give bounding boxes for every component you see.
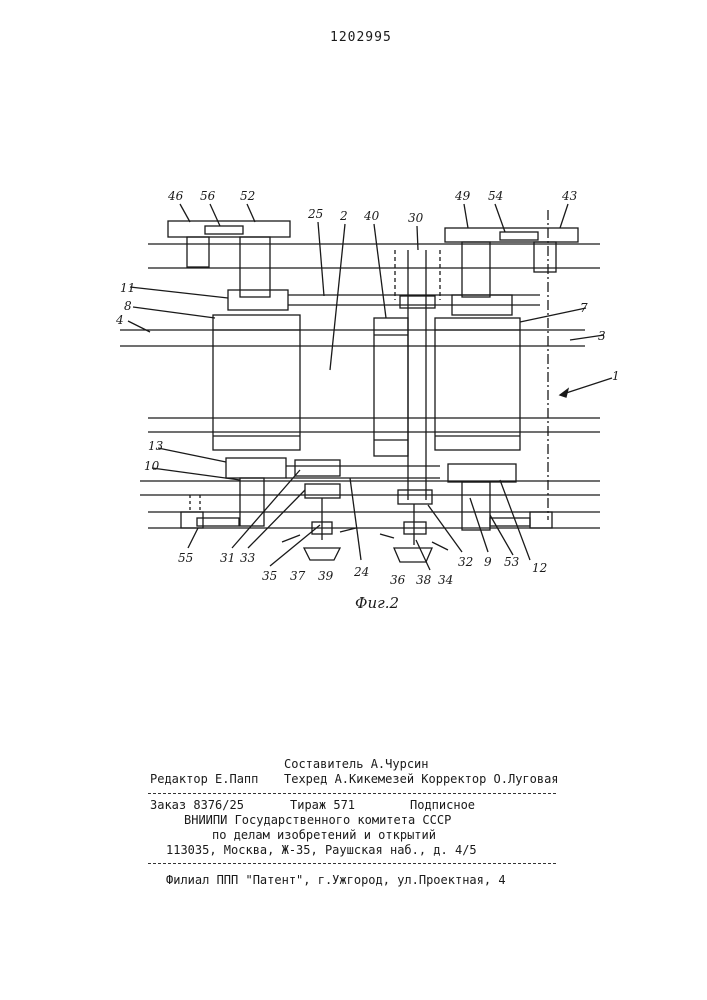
label-30: 30 [408, 211, 424, 225]
label-11: 11 [120, 281, 135, 295]
editor-line: Редактор Е.Папп [150, 772, 258, 786]
publisher-line-2: по делам изобретений и открытий [212, 828, 436, 842]
label-12: 12 [532, 561, 547, 575]
label-7: 7 [580, 301, 588, 315]
label-46: 46 [167, 189, 184, 203]
label-13: 13 [148, 439, 164, 453]
order-number: Заказ 8376/25 [150, 798, 244, 812]
separator [148, 793, 556, 794]
compiler-line: Составитель А.Чурсин [284, 757, 429, 771]
label-43: 43 [561, 189, 578, 203]
label-53: 53 [504, 555, 520, 569]
separator [148, 863, 556, 864]
label-38: 38 [416, 573, 432, 587]
label-4: 4 [115, 313, 124, 327]
techred-corrector-line: Техред А.Кикемезей Корректор О.Луговая [284, 772, 559, 786]
label-52: 52 [240, 189, 255, 203]
figure-caption: Фиг.2 [355, 594, 399, 612]
publisher-address: 113035, Москва, Ж-35, Раушская наб., д. … [166, 843, 477, 857]
label-36: 36 [390, 573, 406, 587]
label-37: 37 [290, 569, 306, 583]
subscription-label: Подписное [410, 798, 475, 812]
label-3: 3 [598, 329, 606, 343]
label-34: 34 [438, 573, 453, 587]
label-56: 56 [200, 189, 216, 203]
label-31: 31 [220, 551, 235, 565]
label-2: 2 [339, 209, 348, 223]
label-1: 1 [612, 369, 620, 383]
publisher-line-1: ВНИИПИ Государственного комитета СССР [184, 813, 451, 827]
label-54: 54 [488, 189, 503, 203]
label-10: 10 [144, 459, 160, 473]
label-32: 32 [458, 555, 473, 569]
branch-line: Филиал ППП "Патент", г.Ужгород, ул.Проек… [166, 873, 506, 887]
label-49: 49 [454, 189, 471, 203]
label-24: 24 [353, 565, 369, 579]
label-9: 9 [484, 555, 492, 569]
label-35: 35 [262, 569, 277, 583]
label-55: 55 [178, 551, 193, 565]
label-39: 39 [318, 569, 334, 583]
circulation: Тираж 571 [290, 798, 355, 812]
label-8: 8 [124, 299, 132, 313]
label-33: 33 [240, 551, 256, 565]
label-25: 25 [307, 207, 323, 221]
technical-drawing: 46 56 52 25 2 40 30 49 54 43 11 8 4 7 3 … [0, 0, 707, 640]
label-40: 40 [363, 209, 380, 223]
